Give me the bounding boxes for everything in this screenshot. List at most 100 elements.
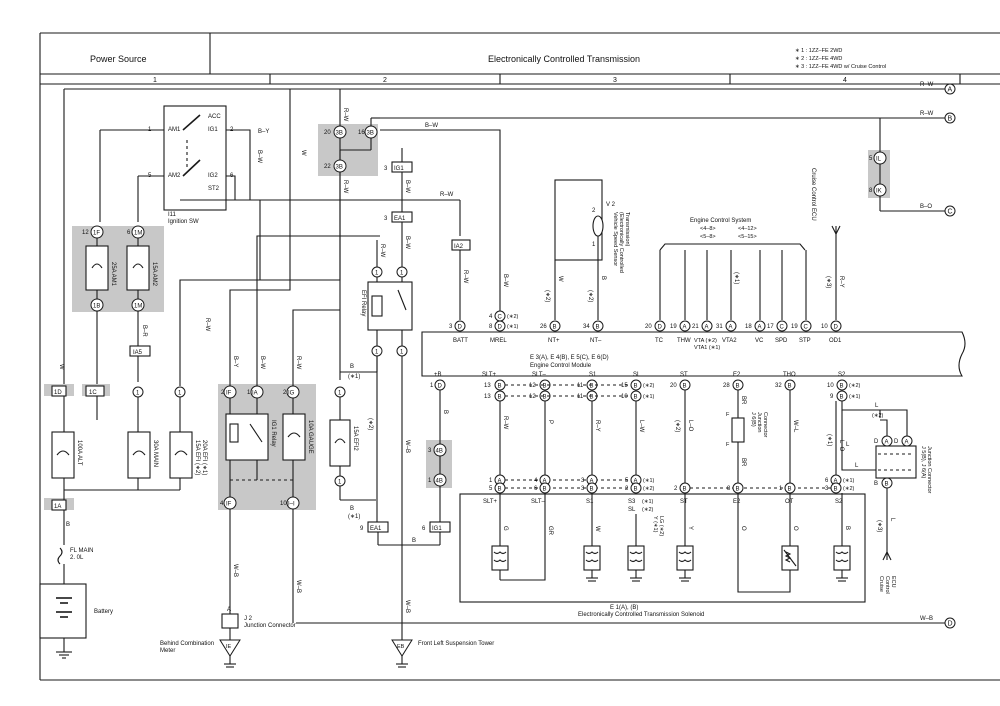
note-3: ∗ 3 : 1ZZ–FE 4WD w/ Cruise Control: [795, 64, 886, 70]
ignition-switch: [163, 105, 227, 211]
svg-text:15A EFI2: 15A EFI2: [352, 426, 358, 451]
column-4: 4: [843, 77, 847, 84]
fuse-main: [127, 431, 151, 479]
svg-text:ECU: ECU: [890, 576, 896, 588]
svg-text:9: 9: [830, 394, 834, 400]
svg-text:20: 20: [324, 130, 331, 136]
svg-text:1: 1: [338, 480, 342, 486]
svg-text:13: 13: [484, 383, 491, 389]
speed-sensor: [592, 215, 604, 237]
svg-text:1: 1: [400, 350, 404, 356]
svg-text:34: 34: [583, 324, 590, 330]
svg-text:B: B: [66, 522, 70, 528]
svg-text:B: B: [840, 395, 844, 401]
svg-text:THW: THW: [677, 338, 691, 344]
svg-text:B: B: [590, 384, 594, 390]
svg-text:B: B: [736, 384, 740, 390]
svg-text:W–L: W–L: [792, 420, 798, 433]
svg-text:D: D: [498, 325, 503, 331]
svg-text:W–B: W–B: [404, 600, 410, 613]
svg-text:B: B: [543, 384, 547, 390]
svg-text:W: W: [58, 364, 64, 370]
ect-title: Electronically Controlled Transmission: [488, 54, 640, 64]
ignition-switch-label: Ignition SW: [168, 219, 199, 225]
svg-text:B: B: [590, 395, 594, 401]
svg-text:E2: E2: [733, 372, 741, 378]
svg-text:L: L: [889, 518, 895, 522]
svg-text:1: 1: [178, 391, 182, 397]
svg-text:3B: 3B: [367, 131, 374, 137]
svg-text:Transmission): Transmission): [624, 212, 630, 246]
svg-text:B: B: [596, 325, 600, 331]
svg-text:28: 28: [723, 383, 730, 389]
svg-text:ST2: ST2: [208, 186, 220, 192]
svg-text:D: D: [894, 439, 899, 445]
battery: [39, 583, 87, 639]
svg-text:A: A: [634, 479, 638, 485]
svg-text:SPD: SPD: [775, 338, 788, 344]
terminal-b: [944, 112, 956, 124]
svg-text:2: 2: [592, 208, 596, 214]
svg-text:B: B: [736, 487, 740, 493]
svg-text:IA2: IA2: [454, 244, 464, 250]
power-source-title: Power Source: [90, 54, 147, 64]
svg-text:A: A: [758, 325, 762, 331]
svg-text:IG2: IG2: [208, 173, 218, 179]
svg-text:3B: 3B: [336, 165, 343, 171]
svg-text:STP: STP: [799, 338, 811, 344]
svg-text:1: 1: [375, 350, 379, 356]
svg-text:3: 3: [384, 216, 388, 222]
svg-text:IK: IK: [876, 189, 882, 195]
svg-text:15: 15: [621, 383, 628, 389]
svg-text:R–W: R–W: [295, 356, 301, 370]
svg-text:6: 6: [422, 526, 426, 532]
svg-text:SLT–: SLT–: [532, 372, 547, 378]
svg-text:A: A: [227, 607, 231, 613]
svg-text:B: B: [788, 384, 792, 390]
svg-text:2: 2: [625, 486, 629, 492]
svg-text:V 2: V 2: [606, 202, 616, 208]
svg-text:A: A: [729, 325, 733, 331]
svg-text:B: B: [553, 325, 557, 331]
svg-text:R–W: R–W: [379, 244, 385, 258]
svg-text:17: 17: [767, 324, 774, 330]
svg-text:19: 19: [670, 324, 677, 330]
svg-text:B: B: [350, 364, 354, 370]
svg-text:19: 19: [791, 324, 798, 330]
svg-text:A: A: [834, 479, 838, 485]
svg-text:1: 1: [338, 391, 342, 397]
svg-text:LG (∗2): LG (∗2): [658, 516, 664, 536]
svg-text:IG1: IG1: [208, 127, 218, 133]
svg-text:ST: ST: [680, 499, 688, 505]
svg-text:8: 8: [489, 324, 493, 330]
svg-text:D: D: [874, 439, 879, 445]
svg-text:Control: Control: [884, 576, 890, 594]
svg-text:C: C: [948, 209, 953, 216]
svg-text:SL: SL: [633, 372, 641, 378]
svg-text:Connector: Connector: [762, 412, 768, 438]
svg-text:B: B: [840, 384, 844, 390]
svg-text:A: A: [885, 440, 889, 446]
svg-text:S1: S1: [586, 499, 594, 505]
svg-text:SLT+: SLT+: [482, 372, 497, 378]
solenoid-code: E 1(A), (B): [610, 605, 638, 611]
svg-text:OT: OT: [785, 499, 794, 505]
svg-text:<4–8>: <4–8>: [700, 226, 716, 232]
svg-text:3: 3: [449, 324, 453, 330]
svg-text:Y (∗1): Y (∗1): [652, 516, 658, 533]
svg-text:(∗1): (∗1): [643, 394, 654, 400]
svg-text:IF: IF: [226, 502, 232, 508]
svg-text:B: B: [683, 487, 687, 493]
svg-text:20: 20: [645, 324, 652, 330]
fuse-gauge: [282, 413, 306, 461]
svg-text:EA1: EA1: [370, 526, 382, 532]
svg-text:VTA (∗2): VTA (∗2): [694, 338, 717, 344]
svg-text:<4–12>: <4–12>: [738, 226, 757, 232]
svg-text:I–I: I–I: [288, 502, 295, 508]
svg-text:Vehicle Speed Sensor: Vehicle Speed Sensor: [612, 212, 618, 266]
svg-text:Y: Y: [687, 526, 693, 530]
svg-text:F: F: [726, 412, 730, 418]
svg-text:S3: S3: [628, 499, 636, 505]
svg-text:<5–15>: <5–15>: [738, 234, 757, 240]
svg-text:R–Y: R–Y: [838, 276, 844, 288]
